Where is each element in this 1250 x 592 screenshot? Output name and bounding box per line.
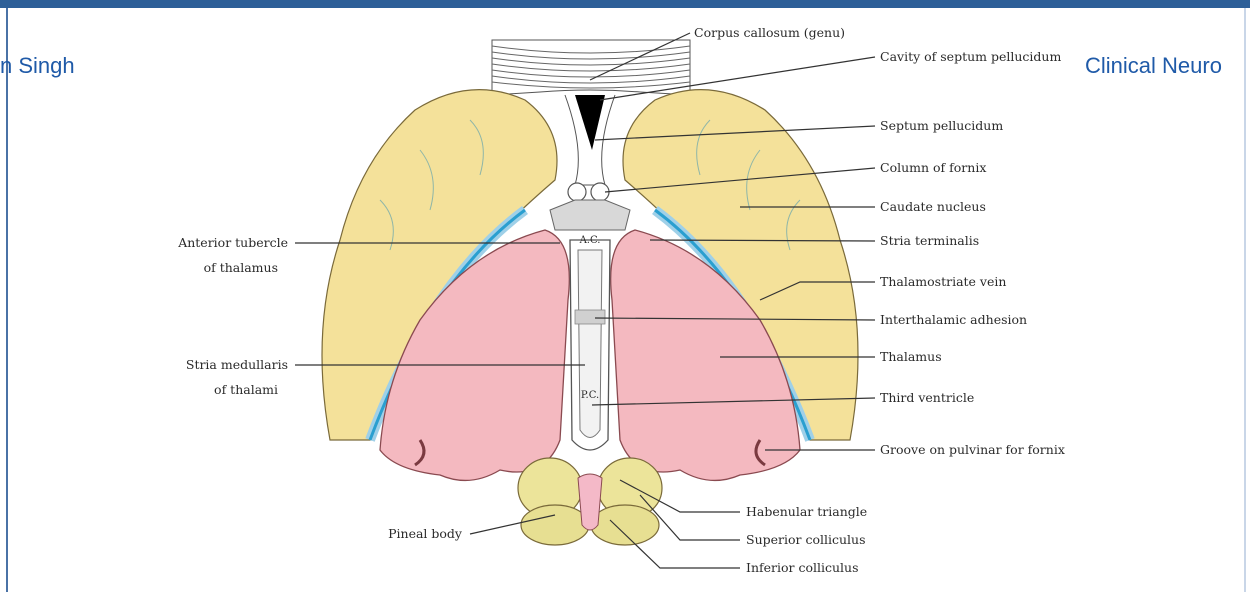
label-stria-terminalis: Stria terminalis [880, 233, 979, 248]
label-column-fornix: Column of fornix [880, 160, 986, 175]
label-superior-colliculus: Superior colliculus [746, 532, 866, 547]
header-author-fragment: n Singh [0, 53, 75, 79]
label-caudate: Caudate nucleus [880, 199, 986, 214]
label-septum: Septum pellucidum [880, 118, 1003, 133]
label-pineal: Pineal body [388, 526, 463, 541]
label-habenular: Habenular triangle [746, 504, 867, 519]
label-corpus-callosum: Corpus callosum (genu) [694, 25, 845, 40]
label-stria-medullaris-1: Stria medullaris [186, 357, 288, 372]
label-anterior-tubercle-2: of thalamus [204, 260, 278, 275]
ac-label: A.C. [579, 235, 601, 246]
label-thalamostriate: Thalamostriate vein [880, 274, 1006, 289]
corpus-callosum-shape [492, 40, 690, 95]
label-thalamus: Thalamus [880, 349, 942, 364]
label-interthalamic: Interthalamic adhesion [880, 312, 1027, 327]
label-cavity-septum: Cavity of septum pellucidum [880, 49, 1061, 64]
label-third-ventricle: Third ventricle [880, 390, 974, 405]
label-inferior-colliculus: Inferior colliculus [746, 560, 859, 575]
header-title-fragment: Clinical Neuro [1085, 53, 1222, 79]
label-anterior-tubercle-1: Anterior tubercle [177, 235, 288, 250]
colliculi-shapes [518, 458, 662, 545]
label-stria-medullaris-2: of thalami [214, 382, 278, 397]
label-groove-pulvinar: Groove on pulvinar for fornix [880, 442, 1065, 457]
pc-label: P.C. [581, 390, 599, 401]
